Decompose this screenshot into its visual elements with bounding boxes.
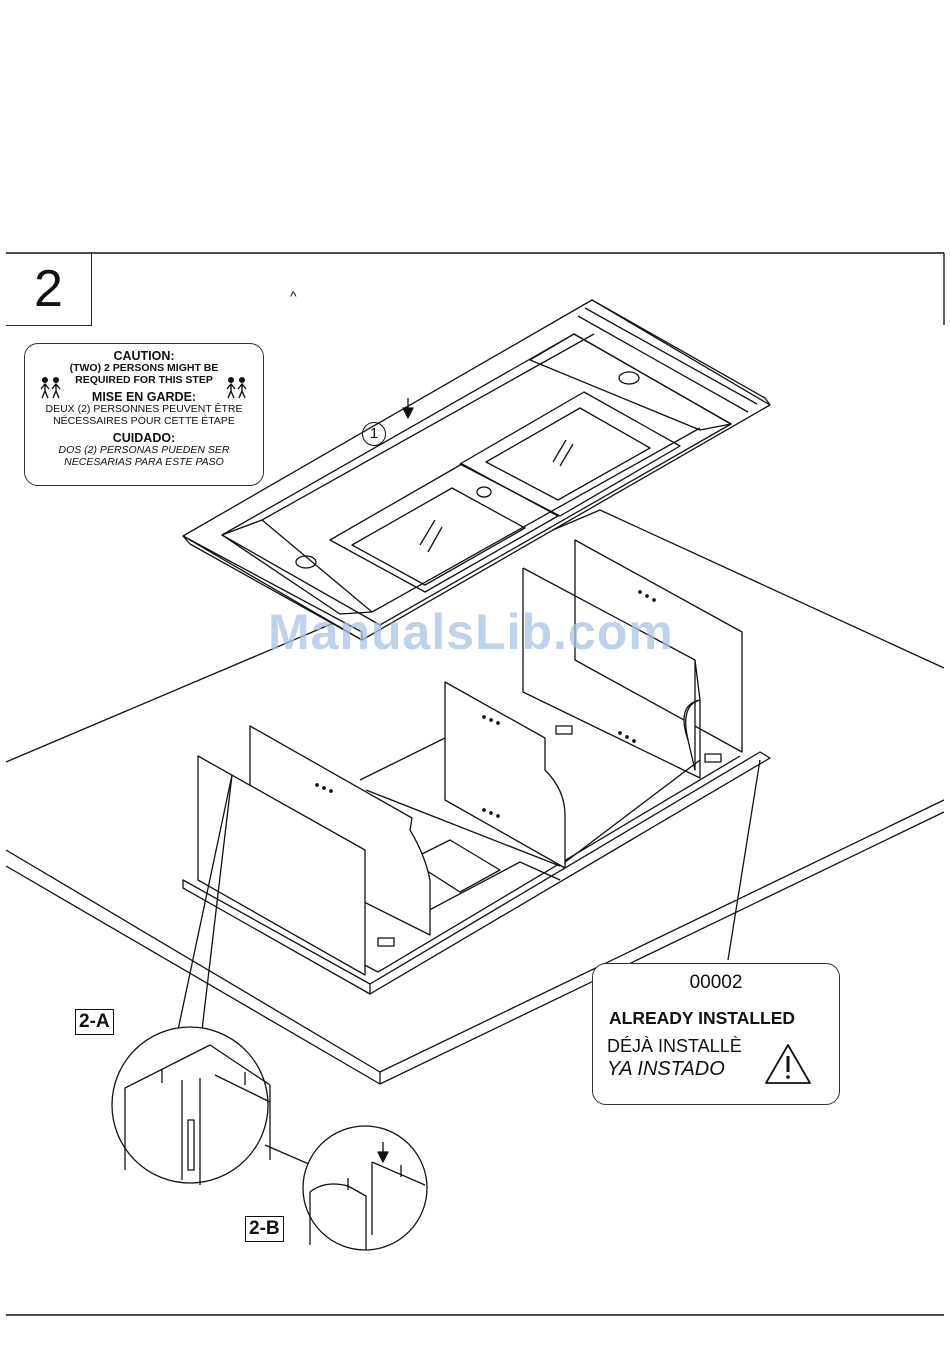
two-persons-icon	[39, 377, 63, 403]
detail-label-2b: 2-B	[245, 1216, 284, 1242]
two-persons-icon	[225, 377, 249, 403]
watermark: ManualsLib.com	[268, 603, 674, 661]
installed-es: YA INSTADO	[607, 1058, 725, 1081]
caution-en-title: CAUTION:	[25, 350, 263, 362]
part-callout-1: 1	[362, 422, 386, 446]
detail-2a-illustration	[112, 1027, 270, 1185]
caret-mark: ^	[290, 288, 297, 304]
caution-fr-line2: NÉCESSAIRES POUR CETTE ÉTAPE	[25, 415, 263, 427]
step-number-box: 2	[6, 253, 92, 326]
installed-fr: DÉJÀ INSTALLÈ	[607, 1036, 742, 1057]
caution-en-line1: (TWO) 2 PERSONS MIGHT BE	[25, 362, 263, 374]
warning-triangle-icon	[763, 1042, 813, 1086]
detail-2b-illustration	[303, 1126, 427, 1250]
step-number: 2	[34, 263, 63, 315]
already-installed-label: 00002 ALREADY INSTALLED DÉJÀ INSTALLÈ YA…	[592, 963, 840, 1105]
installed-en: ALREADY INSTALLED	[609, 1008, 795, 1029]
caution-fr-line1: DEUX (2) PERSONNES PEUVENT ÊTRE	[25, 403, 263, 415]
caution-label: CAUTION: (TWO) 2 PERSONS MIGHT BE REQUIR…	[24, 343, 264, 486]
detail-label-2a: 2-A	[75, 1009, 114, 1035]
caution-es-line1: DOS (2) PERSONAS PUEDEN SER	[25, 444, 263, 456]
caution-es-line2: NECESARIAS PARA ESTE PASO	[25, 456, 263, 468]
caution-es-title: CUIDADO:	[25, 432, 263, 444]
part-code: 00002	[593, 972, 839, 994]
top-face-frame	[183, 300, 770, 640]
